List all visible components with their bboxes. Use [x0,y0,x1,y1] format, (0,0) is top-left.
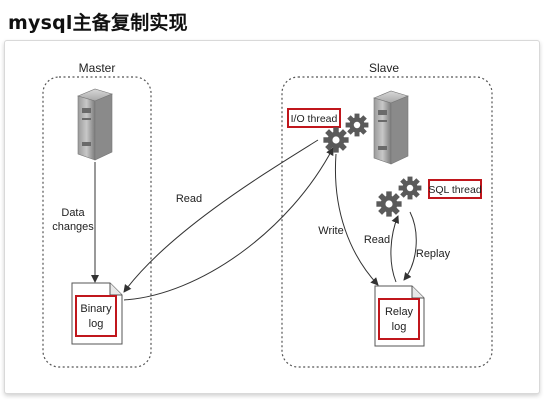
read-request-arrow [123,147,334,301]
slave-server-icon [373,90,409,165]
binary-log-label-line1: Binary [80,303,112,315]
master-server-icon [77,88,113,161]
relay-log-document-icon [374,285,425,347]
read-arrow-label: Read [176,193,202,205]
relay-log-label-line2: log [392,321,407,333]
relay-read-arrow [390,215,399,283]
master-title: Master [79,61,116,75]
relay-log-label-line1: Relay [385,306,414,318]
read-response-arrow [123,139,319,293]
binary-log-document-icon [71,282,123,345]
sql-thread-label: SQL thread [428,184,481,196]
io-thread-label: I/O thread [291,113,338,125]
slave-title: Slave [369,61,399,75]
data-changes-label-line2: changes [52,221,94,233]
relay-read-label: Read [364,234,390,246]
sql-thread-box [428,179,482,199]
data-changes-label-line1: Data [61,207,85,219]
page-title: mysql主备复制实现 [8,12,188,34]
io-thread-box [287,108,341,128]
replay-arrow [403,211,417,281]
binary-log-label-line2: log [89,318,104,330]
sql-thread-gear-icon [376,176,422,217]
write-arrow [334,153,379,286]
write-label: Write [318,225,343,237]
replay-label: Replay [416,248,451,260]
master-container [42,76,152,368]
